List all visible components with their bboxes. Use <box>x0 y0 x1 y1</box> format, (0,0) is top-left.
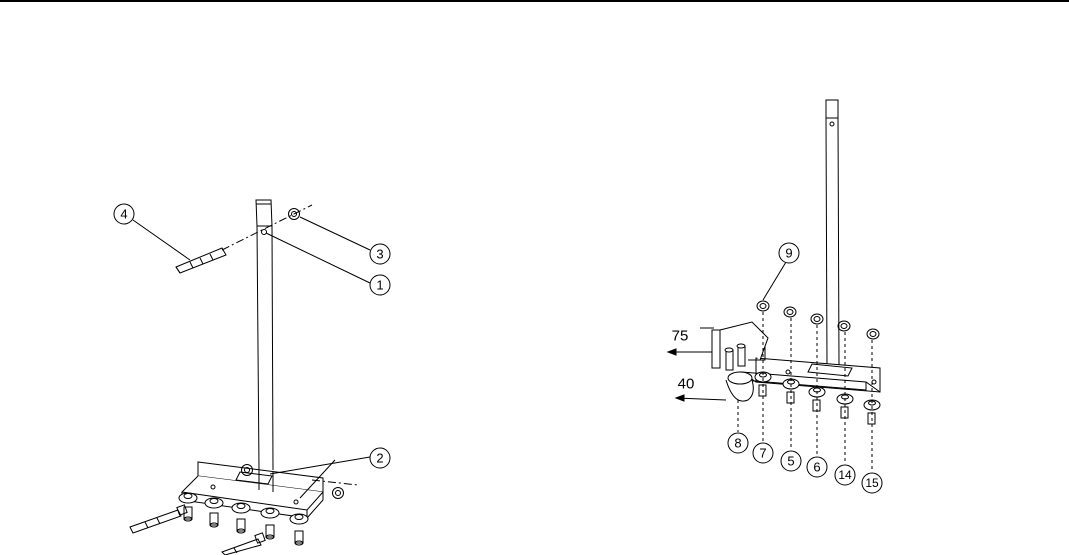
dimension-40-label: 40 <box>678 376 695 393</box>
left-vertical-bar <box>256 200 273 470</box>
right-assembly <box>668 100 882 493</box>
left-callout-circles <box>114 204 390 468</box>
callout-14-label: 14 <box>838 468 852 482</box>
left-axis-lines <box>222 205 358 485</box>
dimension-75-label: 75 <box>672 328 689 345</box>
right-rings <box>757 301 879 339</box>
left-assembly <box>114 200 390 555</box>
callout-7-label: 7 <box>759 446 766 461</box>
right-vertical-bar <box>826 100 839 365</box>
dimension-40 <box>676 395 726 401</box>
left-wall-plug-upper <box>176 248 226 273</box>
callout-6-label: 6 <box>813 460 820 475</box>
callout-9-leader <box>763 262 786 300</box>
callout-1-label: 1 <box>376 278 383 293</box>
callout-2-label: 2 <box>376 451 383 466</box>
callout-5-label: 5 <box>787 454 794 469</box>
callout-3-label: 3 <box>376 247 383 262</box>
callout-8-label: 8 <box>734 436 741 451</box>
callout-9-label: 9 <box>785 246 792 261</box>
left-wall-plug-lower-2 <box>222 533 265 555</box>
callout-15-label: 15 <box>865 476 879 490</box>
left-wall-plug-lower-1 <box>130 505 187 533</box>
left-leader-lines <box>133 217 370 498</box>
callout-4-label: 4 <box>120 207 127 222</box>
